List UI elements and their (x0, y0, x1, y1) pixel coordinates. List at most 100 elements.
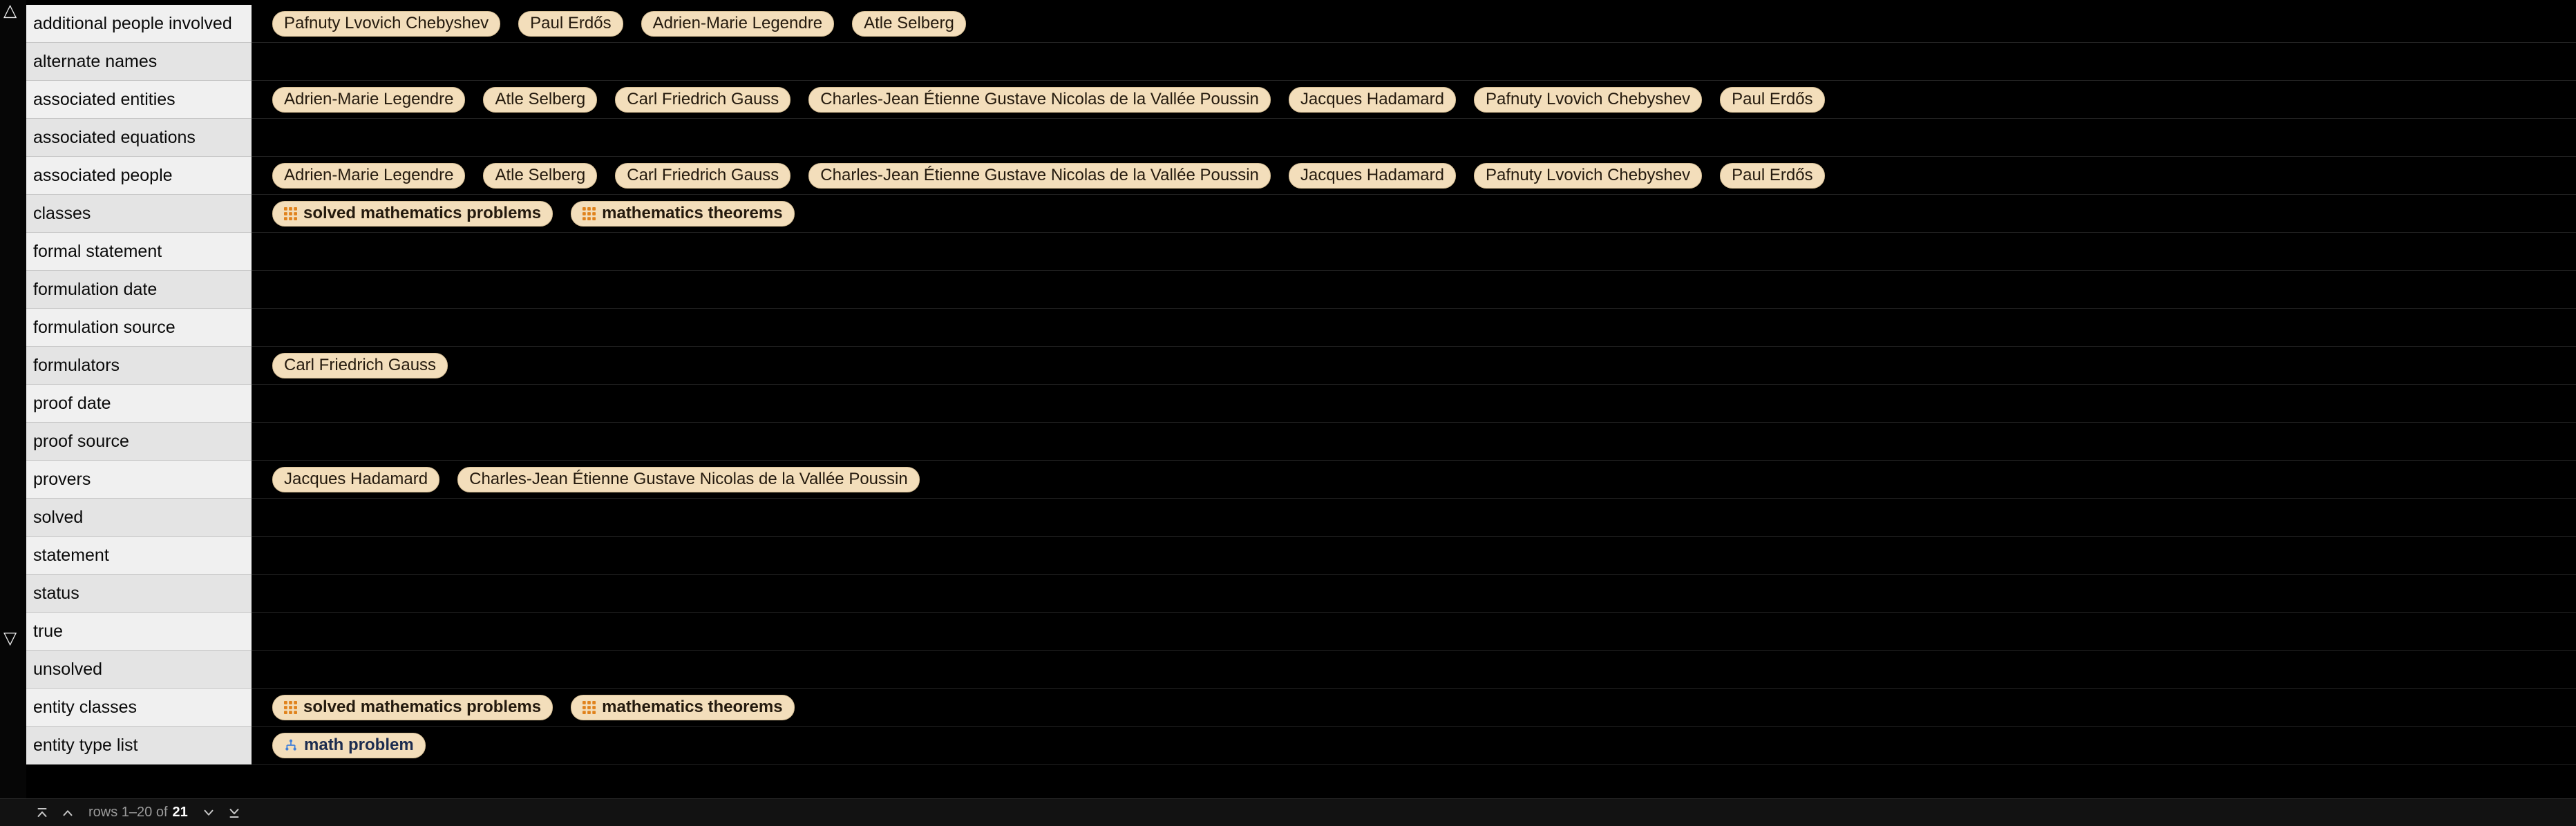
entity-type-chip[interactable]: math problem (272, 732, 426, 758)
property-name[interactable]: formulation source (26, 309, 252, 347)
value-chip[interactable]: Charles-Jean Étienne Gustave Nicolas de … (808, 86, 1271, 113)
table-row: entity classes solved mathematics proble… (26, 689, 2576, 727)
property-values: Pafnuty Lvovich Chebyshev Paul Erdős Adrie… (252, 5, 2576, 43)
value-chip[interactable]: Carl Friedrich Gauss (272, 352, 448, 378)
value-chip[interactable]: Pafnuty Lvovich Chebyshev (272, 10, 501, 37)
property-name[interactable]: associated people (26, 157, 252, 195)
property-name[interactable]: statement (26, 537, 252, 575)
chip-label: Charles-Jean Étienne Gustave Nicolas de … (820, 90, 1259, 108)
pager-total: 21 (172, 805, 188, 820)
property-values (252, 537, 2576, 575)
property-values: Jacques Hadamard Charles-Jean Étienne Gus… (252, 461, 2576, 499)
collapse-down-icon[interactable]: ▽ (3, 628, 17, 648)
collapse-up-icon[interactable]: △ (3, 1, 17, 20)
value-chip[interactable]: Pafnuty Lvovich Chebyshev (1474, 162, 1703, 189)
property-name[interactable]: additional people involved (26, 5, 252, 43)
last-row-button[interactable] (227, 805, 242, 820)
value-chip[interactable]: Paul Erdős (518, 10, 623, 37)
value-chip[interactable]: Jacques Hadamard (1288, 162, 1456, 189)
value-chip[interactable]: Atle Selberg (483, 86, 598, 113)
class-chip[interactable]: solved mathematics problems (272, 694, 553, 720)
next-row-button[interactable] (201, 805, 216, 820)
value-chip[interactable]: Adrien-Marie Legendre (272, 86, 466, 113)
property-values (252, 233, 2576, 271)
table-row: classes solved mathematics problems mathe… (26, 195, 2576, 233)
chip-label: solved mathematics problems (303, 204, 542, 222)
value-chip[interactable]: Carl Friedrich Gauss (615, 86, 791, 113)
property-name[interactable]: classes (26, 195, 252, 233)
property-name[interactable]: proof source (26, 423, 252, 461)
property-values (252, 119, 2576, 157)
chip-label: math problem (304, 736, 414, 754)
properties-table: additional people involved Pafnuty Lvovi… (26, 5, 2576, 765)
property-name[interactable]: entity type list (26, 727, 252, 765)
chip-label: Jacques Hadamard (1300, 166, 1444, 184)
table-row: additional people involved Pafnuty Lvovi… (26, 5, 2576, 43)
class-chip[interactable]: mathematics theorems (571, 200, 795, 227)
property-values: solved mathematics problems mathematics t… (252, 689, 2576, 727)
table-row: statement (26, 537, 2576, 575)
pager-text: rows 1–20 of 21 (88, 805, 188, 820)
chip-label: Pafnuty Lvovich Chebyshev (1486, 90, 1691, 108)
property-values (252, 309, 2576, 347)
property-name[interactable]: true (26, 613, 252, 651)
property-name[interactable]: provers (26, 461, 252, 499)
property-name[interactable]: entity classes (26, 689, 252, 727)
property-values (252, 575, 2576, 613)
chip-label: Adrien-Marie Legendre (652, 14, 823, 32)
hierarchy-icon (284, 738, 298, 752)
property-values (252, 385, 2576, 423)
value-chip[interactable]: Paul Erdős (1720, 86, 1825, 113)
grid-icon (583, 206, 596, 220)
property-values (252, 651, 2576, 689)
chip-label: mathematics theorems (602, 204, 783, 222)
property-name[interactable]: status (26, 575, 252, 613)
class-chip[interactable]: solved mathematics problems (272, 200, 553, 227)
property-name[interactable]: formulation date (26, 271, 252, 309)
property-name[interactable]: formal statement (26, 233, 252, 271)
value-chip[interactable]: Paul Erdős (1720, 162, 1825, 189)
property-name[interactable]: formulators (26, 347, 252, 385)
property-values: Adrien-Marie Legendre Atle Selberg Carl Fr… (252, 157, 2576, 195)
property-values (252, 613, 2576, 651)
chip-label: Charles-Jean Étienne Gustave Nicolas de … (820, 166, 1259, 184)
property-name[interactable]: associated equations (26, 119, 252, 157)
value-chip[interactable]: Atle Selberg (483, 162, 598, 189)
property-name[interactable]: alternate names (26, 43, 252, 81)
value-chip[interactable]: Pafnuty Lvovich Chebyshev (1474, 86, 1703, 113)
chip-label: solved mathematics problems (303, 698, 542, 716)
property-name[interactable]: unsolved (26, 651, 252, 689)
table-row: entity type list math problem (26, 727, 2576, 765)
property-values: solved mathematics problems mathematics t… (252, 195, 2576, 233)
table-row: formal statement (26, 233, 2576, 271)
chip-label: Jacques Hadamard (284, 470, 428, 488)
chip-label: Jacques Hadamard (1300, 90, 1444, 108)
value-chip[interactable]: Atle Selberg (852, 10, 966, 37)
class-chip[interactable]: mathematics theorems (571, 694, 795, 720)
property-values: Carl Friedrich Gauss (252, 347, 2576, 385)
value-chip[interactable]: Adrien-Marie Legendre (641, 10, 835, 37)
chip-label: Atle Selberg (495, 90, 586, 108)
table-row: formulation date (26, 271, 2576, 309)
table-row: formulation source (26, 309, 2576, 347)
pager-range-label: rows 1–20 of (88, 805, 168, 820)
property-values (252, 271, 2576, 309)
value-chip[interactable]: Charles-Jean Étienne Gustave Nicolas de … (457, 466, 920, 492)
table-row: alternate names (26, 43, 2576, 81)
chip-label: Paul Erdős (530, 14, 612, 32)
value-chip[interactable]: Jacques Hadamard (1288, 86, 1456, 113)
first-row-button[interactable] (35, 805, 50, 820)
value-chip[interactable]: Charles-Jean Étienne Gustave Nicolas de … (808, 162, 1271, 189)
property-name[interactable]: solved (26, 499, 252, 537)
value-chip[interactable]: Adrien-Marie Legendre (272, 162, 466, 189)
chip-label: Atle Selberg (864, 14, 954, 32)
table-row: unsolved (26, 651, 2576, 689)
chip-label: Paul Erdős (1732, 166, 1813, 184)
property-name[interactable]: proof date (26, 385, 252, 423)
value-chip[interactable]: Jacques Hadamard (272, 466, 440, 492)
previous-row-button[interactable] (60, 805, 75, 820)
property-name[interactable]: associated entities (26, 81, 252, 119)
value-chip[interactable]: Carl Friedrich Gauss (615, 162, 791, 189)
property-values (252, 499, 2576, 537)
chip-label: Charles-Jean Étienne Gustave Nicolas de … (469, 470, 908, 488)
